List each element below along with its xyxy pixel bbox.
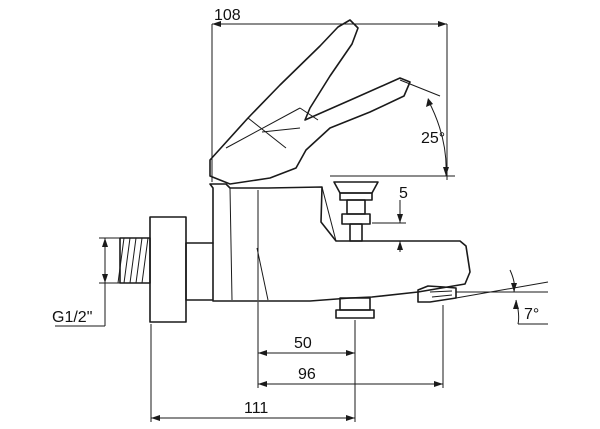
- dimension-111-label: 111: [244, 400, 268, 417]
- dimension-spout-angle: 7°: [455, 269, 549, 325]
- diverter-knob: [333, 181, 379, 242]
- dimension-96-label: 96: [298, 366, 316, 383]
- dimension-thread-label: G1/2": [52, 309, 92, 326]
- connector-nut: [185, 242, 214, 301]
- dimension-111: 111: [150, 324, 356, 422]
- dimension-108: 108: [211, 7, 448, 182]
- dimension-5-label: 5: [399, 185, 408, 202]
- dimension-25-label: 25°: [421, 130, 445, 147]
- lever-handle: [209, 19, 411, 185]
- mixer-body: [209, 183, 471, 302]
- dimension-96: 96: [258, 305, 444, 388]
- dimension-108-label: 108: [214, 7, 241, 24]
- dimension-lever-angle: 25°: [330, 79, 455, 177]
- dimension-50: 50: [257, 302, 356, 388]
- dimension-50-label: 50: [294, 335, 312, 352]
- threaded-inlet: [117, 237, 151, 284]
- dimension-7-label: 7°: [524, 306, 539, 323]
- spout-aerator: [417, 285, 457, 303]
- dimension-thread: G1/2": [52, 237, 120, 327]
- faucet-body-outline: [117, 19, 471, 323]
- shower-outlet: [335, 297, 375, 319]
- wall-flange: [149, 216, 187, 323]
- dimension-5: 5: [372, 185, 408, 252]
